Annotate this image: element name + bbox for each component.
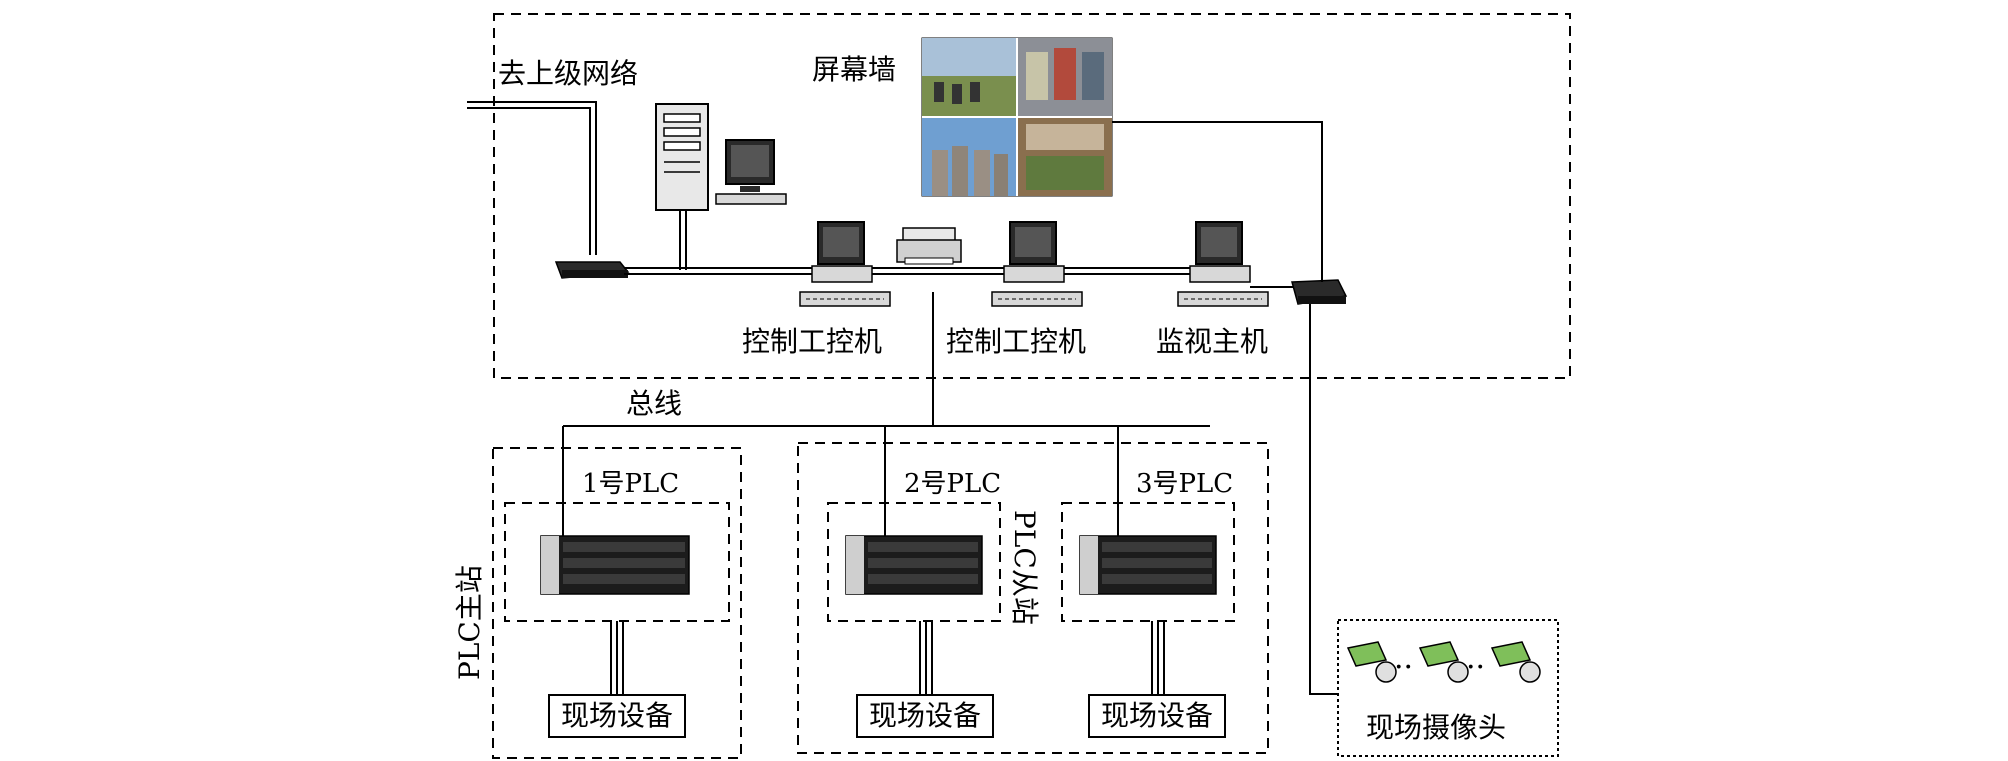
field-camera-2-icon [1418,641,1469,683]
server-monitor-icon [715,139,787,205]
label-plc-2: 2号PLC [904,469,1002,499]
bus-lines [562,292,1210,540]
printer-icon [896,227,962,265]
label-control-pc-2: 控制工控机 [946,325,1087,358]
field-camera-1-icon [1346,641,1397,683]
label-screen-wall: 屏幕墙 [812,53,897,86]
screen-wall-link [1112,121,1323,282]
field-device-3-box: 现场设备 [1088,694,1226,738]
label-plc-slave: PLC从站 [1008,510,1041,625]
plc-2-boundary [827,502,1001,622]
camera-dots-2: ·· [1466,650,1486,685]
network-switch-left-icon [554,261,630,279]
label-control-pc-1: 控制工控机 [742,325,883,358]
label-upper-network: 去上级网络 [498,57,639,90]
camera-boundary [1337,619,1559,757]
label-monitor-host: 监视主机 [1156,325,1269,358]
label-plc-3: 3号PLC [1136,469,1234,499]
field-device-2-box: 现场设备 [856,694,994,738]
label-bus: 总线 [626,387,683,420]
plc-field-links [610,621,1165,694]
camera-link [1309,304,1338,695]
screen-wall-image [921,37,1113,197]
field-device-1-box: 现场设备 [548,694,686,738]
plc-2-module-icon [845,535,983,595]
label-plc-1: 1号PLC [582,469,680,499]
plc-1-module-icon [540,535,690,595]
label-field-camera: 现场摄像头 [1366,711,1507,744]
label-plc-master: PLC主站 [453,565,486,680]
control-room-boundary [493,13,1571,379]
monitor-host-icon [1177,221,1269,307]
plc-3-module-icon [1079,535,1217,595]
server-tower-icon [655,103,709,270]
field-camera-3-icon [1490,641,1541,683]
camera-dots-1: ·· [1394,650,1414,685]
plc-3-boundary [1061,502,1235,622]
control-pc-2-icon [991,221,1083,307]
control-pc-1-icon [799,221,891,307]
plc-master-boundary [492,447,742,759]
upper-network-link [467,101,597,255]
plc-1-boundary [504,502,730,622]
lan-backbone [624,267,1248,275]
network-switch-right-icon [1291,279,1348,305]
